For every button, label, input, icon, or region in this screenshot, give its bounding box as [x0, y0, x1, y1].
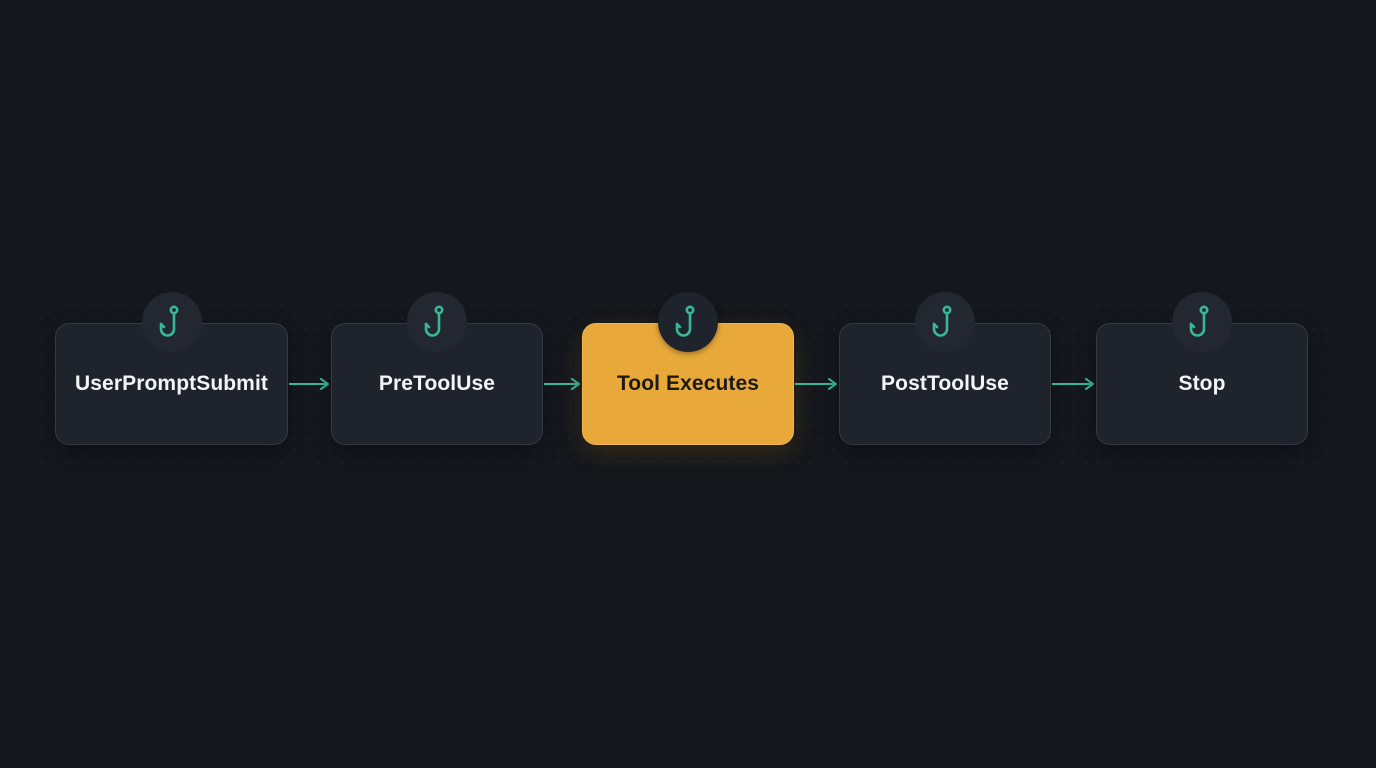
- hook-badge: [407, 292, 467, 352]
- step-pre-tool-use: PreToolUse: [331, 292, 543, 445]
- hook-icon: [424, 305, 444, 337]
- hook-badge: [915, 292, 975, 352]
- step-label: Stop: [1178, 372, 1226, 395]
- step-label: PreToolUse: [378, 372, 496, 395]
- flow-arrow: [1052, 378, 1094, 390]
- flow-arrow: [289, 378, 329, 390]
- step-post-tool-use: PostToolUse: [839, 292, 1051, 445]
- step-tool-executes: Tool Executes: [582, 292, 794, 445]
- step-user-prompt-submit: UserPromptSubmit: [55, 292, 288, 445]
- hook-icon: [675, 305, 695, 337]
- step-label: UserPromptSubmit: [75, 372, 268, 395]
- hook-badge: [141, 292, 202, 352]
- hook-icon: [1189, 305, 1209, 337]
- hook-icon: [159, 305, 179, 337]
- hook-icon: [932, 305, 952, 337]
- hook-badge: [1172, 292, 1232, 352]
- hook-badge: [658, 292, 718, 352]
- step-label: Tool Executes: [616, 372, 760, 395]
- step-label: PostToolUse: [881, 372, 1009, 395]
- step-stop: Stop: [1096, 292, 1308, 445]
- flow-arrow: [795, 378, 837, 390]
- flow-arrow: [544, 378, 580, 390]
